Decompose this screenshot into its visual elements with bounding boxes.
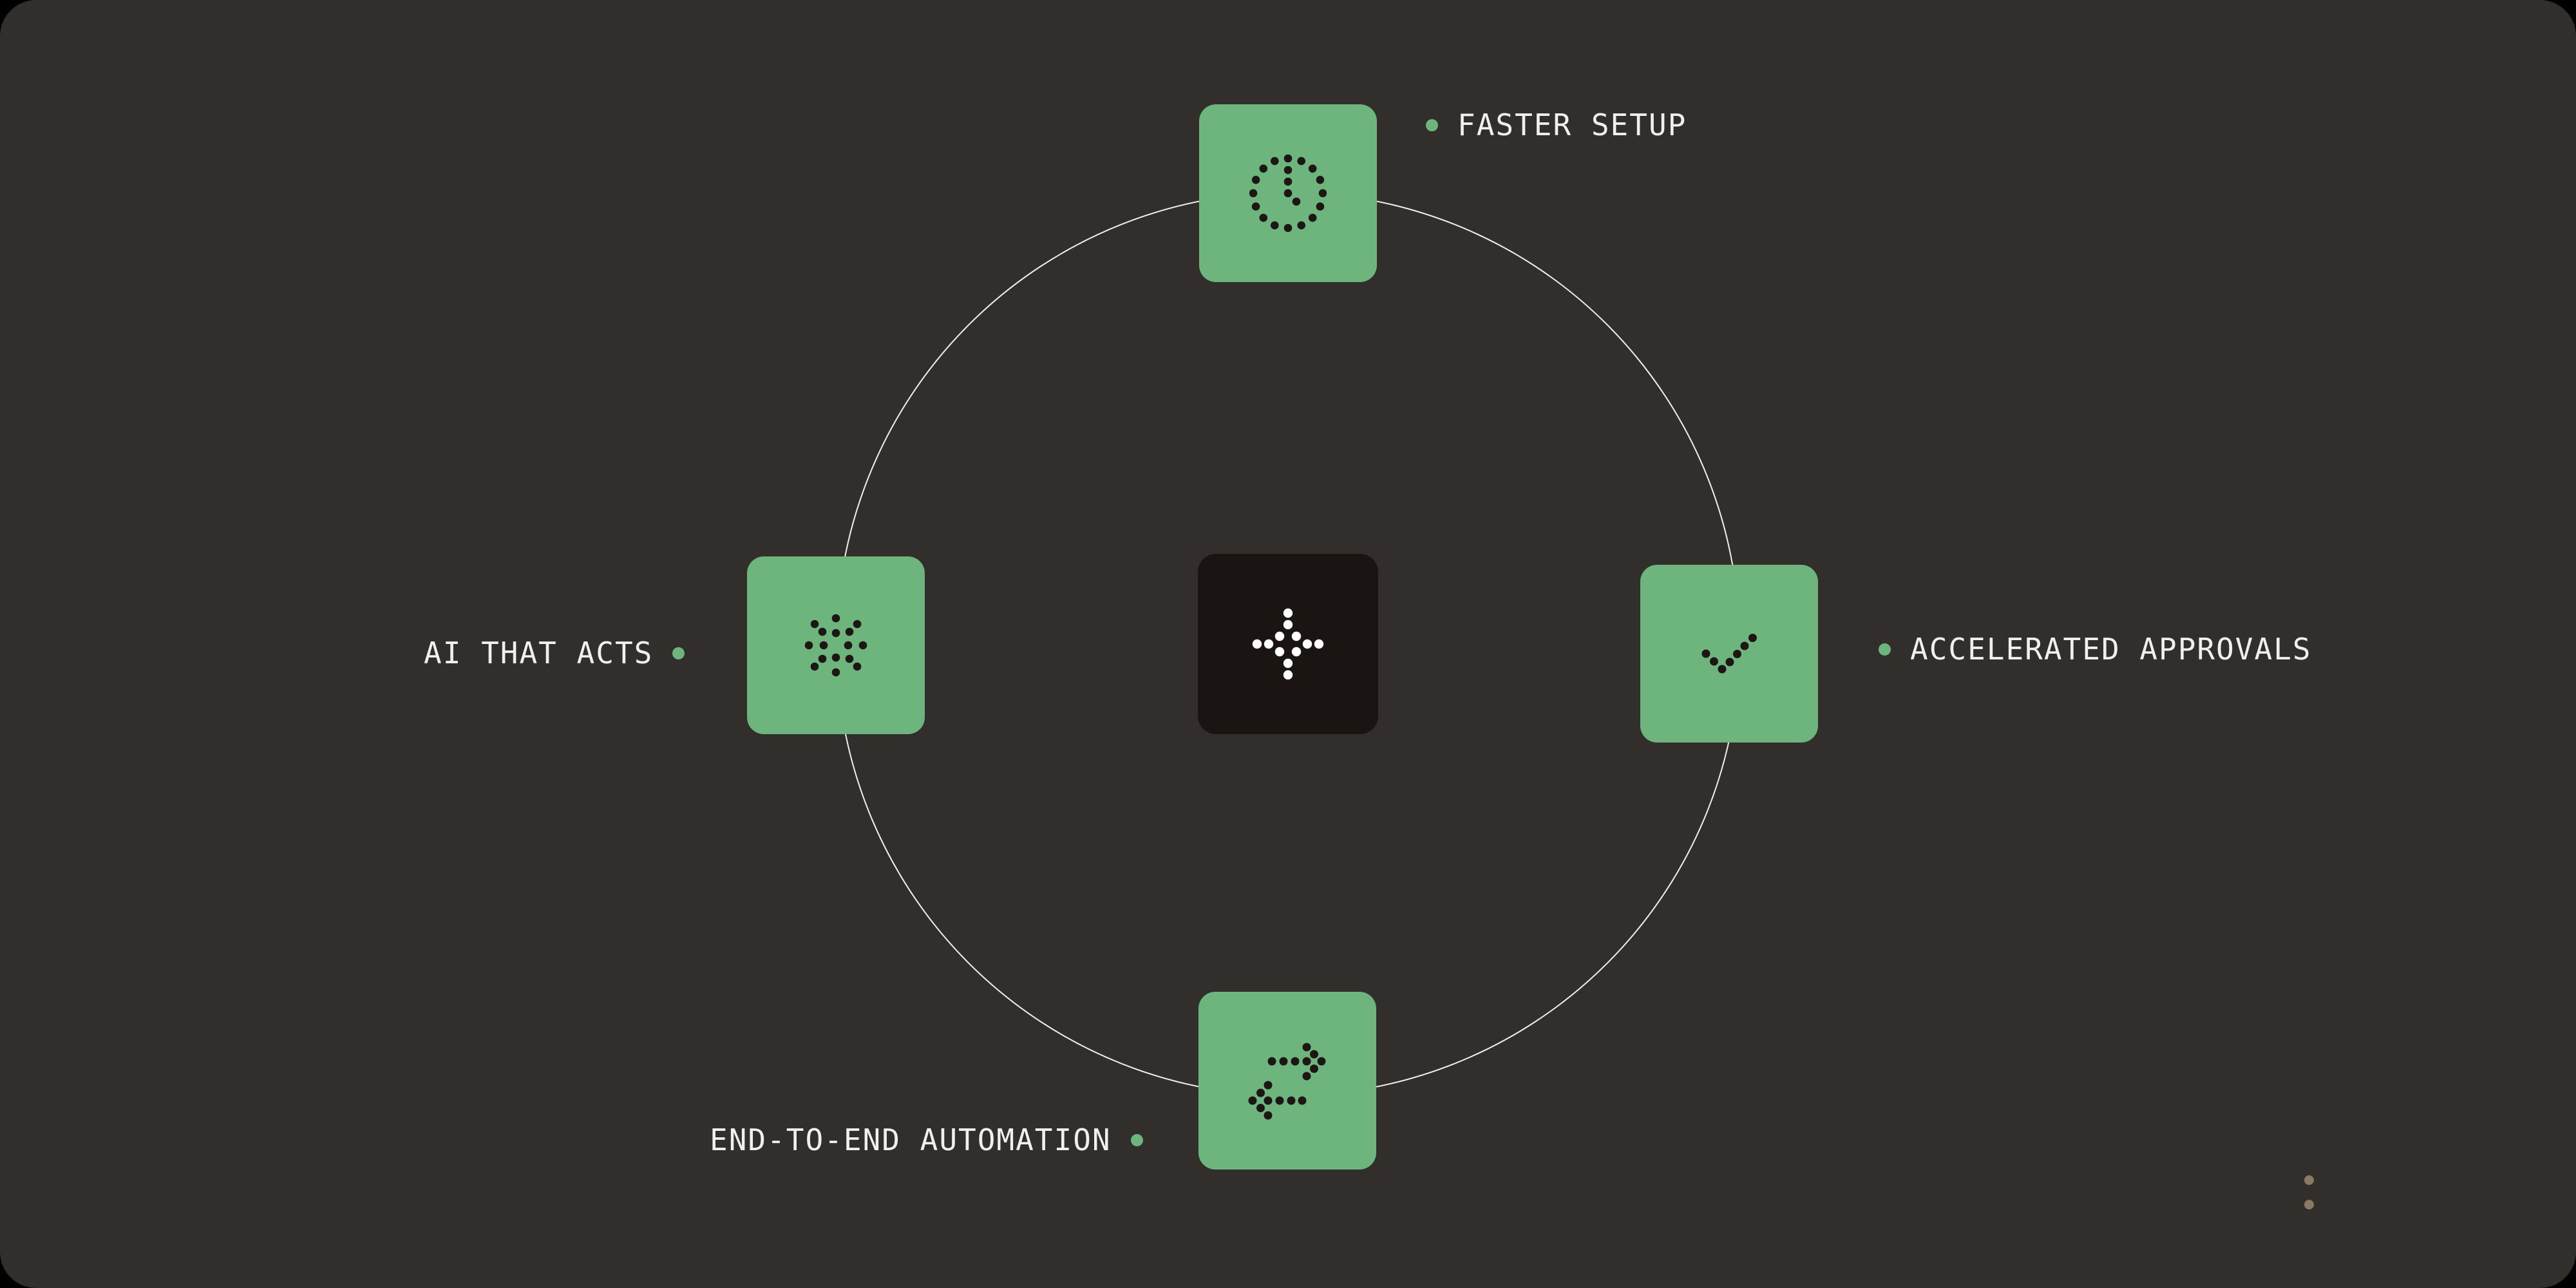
label-text: FASTER SETUP [1457,108,1687,142]
label-faster-setup: FASTER SETUP [1426,107,1687,143]
bullet-dot-icon [1130,1133,1143,1146]
label-ai-that-acts: AI THAT ACTS [424,635,685,671]
tile-faster-setup [1199,104,1377,282]
label-text: END-TO-END AUTOMATION [710,1122,1112,1157]
label-text: AI THAT ACTS [424,636,654,670]
burst-dots-icon [804,614,867,677]
converge-star-dots-icon [1252,608,1324,680]
bullet-dot-icon [1426,118,1438,131]
tile-accelerated-approvals [1640,565,1818,743]
bullet-dot-icon [672,647,685,659]
tile-end-to-end-automation [1198,992,1376,1170]
watermark-dot [2304,1175,2314,1185]
clock-dots-icon [1249,155,1327,232]
swap-arrows-dots-icon [1248,1043,1326,1120]
label-accelerated-approvals: ACCELERATED APPROVALS [1879,631,2312,667]
bullet-dot-icon [1879,643,1891,656]
label-end-to-end-automation: END-TO-END AUTOMATION [710,1122,1143,1158]
tile-center [1198,554,1378,734]
tile-ai-that-acts [747,556,925,734]
label-text: ACCELERATED APPROVALS [1910,632,2312,667]
check-dots-icon [1701,634,1757,674]
watermark-dot [2304,1200,2314,1209]
